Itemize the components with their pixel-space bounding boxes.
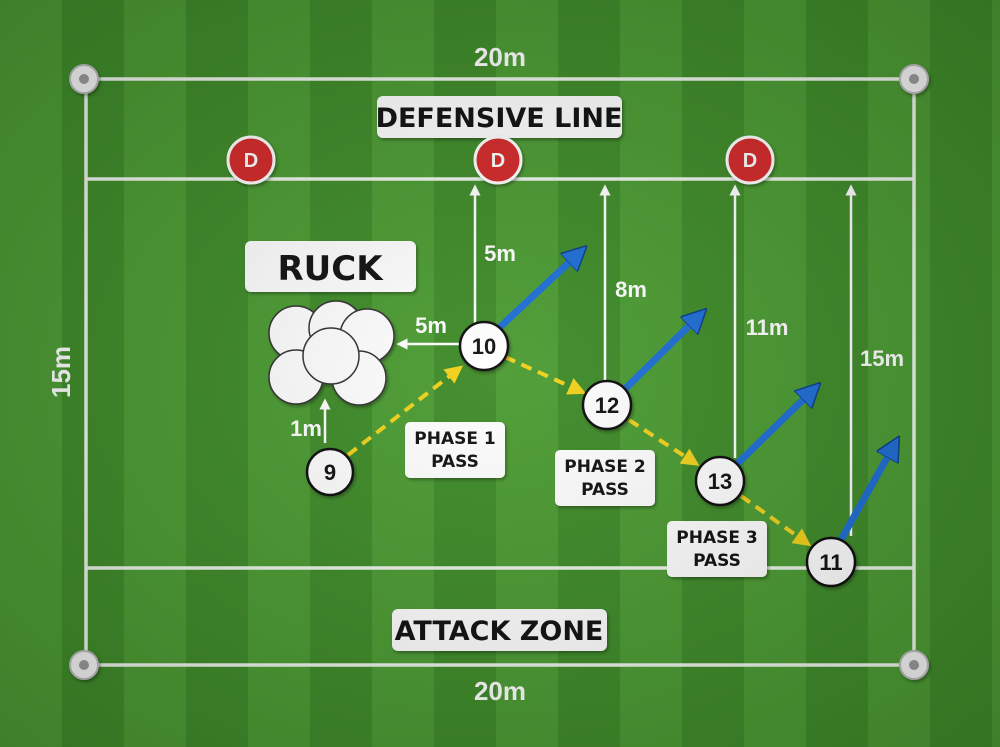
phase-1-pass-box (405, 422, 505, 478)
phase-1-label: PHASE 1 (414, 429, 495, 449)
defensive-line-title: DEFENSIVE LINE (376, 103, 623, 134)
defender-token (725, 135, 775, 185)
depth-label: 15m (46, 346, 76, 398)
run-arrow-13 (734, 393, 810, 467)
player-number: 9 (324, 460, 336, 485)
run-arrow-12 (622, 319, 696, 392)
run-arrow-10 (496, 256, 576, 331)
phase-2-pass-box (555, 450, 655, 506)
player-token (581, 379, 633, 431)
player-number: 13 (708, 469, 732, 494)
defender-label: D (491, 150, 505, 172)
defender-label: D (743, 150, 757, 172)
defender-token (473, 135, 523, 185)
phase-2-label: PHASE 2 (564, 457, 645, 477)
ruck-title: RUCK (277, 249, 384, 289)
attack-zone-title: ATTACK ZONE (395, 616, 604, 647)
pass-arrows (346, 355, 812, 547)
player-token (694, 455, 746, 507)
ruck-to-10-label: 5m (415, 313, 447, 338)
distance-arrows (319, 184, 857, 536)
ruck-label-box (245, 241, 416, 292)
corner-cone-icon (899, 64, 929, 94)
ruck-offset-label: 1m (290, 416, 322, 441)
player-token (458, 320, 510, 372)
distance-label-10: 5m (484, 241, 516, 266)
defender-token (226, 135, 276, 185)
pass-arrow-10-to-12 (504, 355, 587, 395)
distance-label-13: 11m (746, 315, 789, 340)
player-number: 10 (472, 334, 496, 359)
corner-cone-icon (899, 650, 929, 680)
pass-arrow-13-to-11 (739, 494, 812, 547)
top-width-label: 20m (474, 42, 526, 72)
player-token (805, 536, 857, 588)
phase-3-label: PHASE 3 (676, 528, 757, 548)
player-number: 12 (595, 393, 619, 418)
defender-label: D (244, 150, 258, 172)
bottom-width-label: 20m (474, 676, 526, 706)
distance-label-11: 15m (860, 346, 904, 371)
attack-zone-box (392, 609, 607, 651)
distance-label-12: 8m (615, 277, 647, 302)
player-token (305, 447, 355, 497)
run-arrows (496, 256, 892, 542)
defensive-line-box (377, 96, 622, 138)
pass-arrow-12-to-13 (627, 418, 700, 466)
player-number: 11 (819, 550, 842, 575)
corner-cone-icon (69, 64, 99, 94)
corner-cones (69, 64, 929, 680)
phase-1-sublabel: PASS (431, 452, 479, 472)
phase-3-pass-box (667, 521, 767, 577)
phase-3-sublabel: PASS (693, 551, 741, 571)
phase-2-sublabel: PASS (581, 480, 629, 500)
corner-cone-icon (69, 650, 99, 680)
ruck-cluster-icon (268, 300, 395, 406)
pass-arrow-9-to-10 (346, 365, 464, 457)
run-arrow-11 (838, 449, 892, 542)
